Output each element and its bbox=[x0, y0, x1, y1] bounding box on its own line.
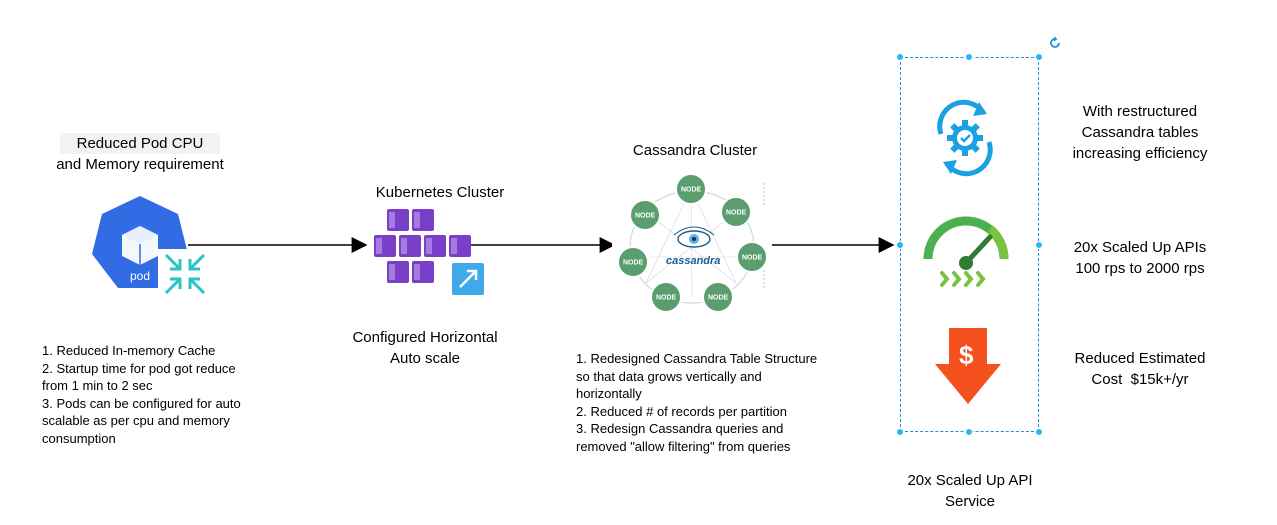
rotate-handle-icon[interactable] bbox=[1048, 36, 1062, 50]
cassandra-node-1: NODE bbox=[675, 173, 707, 205]
efficiency-line3: increasing efficiency bbox=[1072, 145, 1208, 162]
api-line1: 20x Scaled Up APIs bbox=[1073, 239, 1207, 256]
cassandra-node-7: NODE bbox=[629, 199, 661, 231]
kubernetes-caption-line1: Configured Horizontal bbox=[352, 329, 498, 346]
service-line1: 20x Scaled Up API bbox=[907, 472, 1033, 489]
pod-note-3: 3. Pods can be configured for auto scala… bbox=[42, 395, 241, 446]
selection-handle-middle-right[interactable] bbox=[1035, 241, 1043, 249]
pod-section-title: Reduced Pod CPU and Memory requirement bbox=[50, 133, 230, 175]
cassandra-notes-list: 1. Redesigned Cassandra Table Structure … bbox=[576, 350, 861, 455]
pod-title-line2: and Memory requirement bbox=[56, 156, 224, 173]
speedometer-icon bbox=[923, 216, 1009, 287]
pod-icon-label: pod bbox=[130, 269, 150, 283]
selection-handle-bottom-right[interactable] bbox=[1035, 428, 1043, 436]
cassandra-node-3: NODE bbox=[736, 241, 768, 273]
api-scale-label: 20x Scaled Up APIs 100 rps to 2000 rps bbox=[1030, 237, 1250, 279]
cassandra-title: Cassandra Cluster bbox=[632, 142, 758, 159]
kubernetes-caption: Configured Horizontal Auto scale bbox=[330, 327, 520, 369]
svg-text:NODE: NODE bbox=[635, 213, 656, 220]
kubernetes-caption-line2: Auto scale bbox=[389, 350, 461, 367]
dollar-sign: $ bbox=[959, 340, 974, 370]
cassandra-note-3: 3. Redesign Cassandra queries and remove… bbox=[576, 421, 791, 454]
cost-down-icon: $ bbox=[935, 328, 1001, 404]
cost-line1: Reduced Estimated bbox=[1074, 350, 1206, 367]
pod-note-2: 2. Startup time for pod got reduce from … bbox=[42, 360, 236, 394]
cassandra-node-5: NODE bbox=[650, 281, 682, 313]
cassandra-logo-text: cassandra bbox=[666, 255, 720, 267]
cassandra-node-6: NODE bbox=[617, 246, 649, 278]
selection-handle-middle-left[interactable] bbox=[896, 241, 904, 249]
svg-text:NODE: NODE bbox=[708, 295, 729, 302]
cassandra-note-1: 1. Redesigned Cassandra Table Structure … bbox=[576, 351, 818, 401]
service-line2: Service bbox=[944, 493, 996, 510]
selection-handle-top-left[interactable] bbox=[896, 53, 904, 61]
pod-notes-list: 1. Reduced In-memory Cache 2. Startup ti… bbox=[42, 342, 287, 447]
azure-vmss-icon bbox=[374, 209, 484, 295]
svg-text:NODE: NODE bbox=[726, 210, 747, 217]
selection-handle-top-center[interactable] bbox=[965, 53, 973, 61]
cost-label: Reduced Estimated Cost $15k+/yr bbox=[1030, 348, 1250, 390]
svg-text:NODE: NODE bbox=[742, 255, 763, 262]
svg-text:NODE: NODE bbox=[681, 187, 702, 194]
cassandra-note-2: 2. Reduced # of records per partition bbox=[576, 403, 788, 419]
selection-handle-top-right[interactable] bbox=[1035, 53, 1043, 61]
scale-down-icon bbox=[158, 249, 212, 299]
selection-handle-bottom-left[interactable] bbox=[896, 428, 904, 436]
cassandra-node-2: NODE bbox=[720, 196, 752, 228]
cassandra-node-4: NODE bbox=[702, 281, 734, 313]
pod-note-1: 1. Reduced In-memory Cache bbox=[42, 343, 216, 358]
svg-text:NODE: NODE bbox=[623, 260, 644, 267]
efficiency-line2: Cassandra tables bbox=[1081, 124, 1199, 141]
cost-line2: Cost $15k+/yr bbox=[1091, 371, 1189, 388]
efficiency-label: With restructured Cassandra tables incre… bbox=[1030, 101, 1250, 164]
kubernetes-title: Kubernetes Cluster bbox=[375, 184, 505, 201]
pod-title-line1: Reduced Pod CPU bbox=[60, 133, 220, 154]
service-caption: 20x Scaled Up API Service bbox=[880, 470, 1060, 512]
cassandra-cluster-diagram: cassandra NODE NODE NODE NODE NODE NODE … bbox=[612, 173, 772, 315]
efficiency-line1: With restructured bbox=[1082, 103, 1198, 120]
gear-refresh-icon bbox=[937, 99, 993, 177]
api-line2: 100 rps to 2000 rps bbox=[1075, 260, 1205, 277]
svg-text:NODE: NODE bbox=[656, 295, 677, 302]
selection-handle-bottom-center[interactable] bbox=[965, 428, 973, 436]
